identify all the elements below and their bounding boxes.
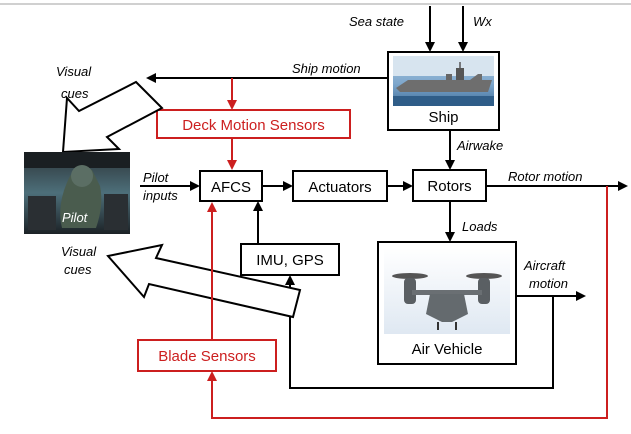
rotor-motion-label: Rotor motion — [508, 169, 582, 184]
rotors-label: Rotors — [427, 178, 471, 195]
air-vehicle-label: Air Vehicle — [412, 341, 483, 358]
visual-cues-top-arrow — [61, 80, 164, 154]
afcs-label: AFCS — [211, 179, 251, 196]
aircraft-motion-label-1: Aircraft — [523, 258, 567, 273]
visual-cues-bottom-arrow — [106, 243, 302, 319]
ship-block: Ship — [387, 51, 500, 131]
ship-motion-label: Ship motion — [292, 61, 361, 76]
actuators-label: Actuators — [308, 179, 371, 196]
blade-sensors-label: Blade Sensors — [158, 348, 256, 365]
visual-cues-bottom-label-1: Visual — [61, 244, 97, 259]
loads-label: Loads — [462, 219, 498, 234]
air-vehicle-block: Air Vehicle — [377, 241, 517, 365]
deck-motion-sensors-block: Deck Motion Sensors — [156, 109, 351, 139]
wx-label: Wx — [473, 14, 492, 29]
ship-label: Ship — [428, 109, 458, 126]
rotor-motion-to-blade-sensors-line — [207, 186, 608, 419]
pilot-label: Pilot — [62, 210, 89, 225]
aircraft-motion-label-2: motion — [529, 276, 568, 291]
airwake-label: Airwake — [456, 138, 503, 153]
ship-image — [393, 56, 494, 106]
rotors-block: Rotors — [412, 169, 487, 202]
afcs-block: AFCS — [199, 170, 263, 202]
visual-cues-top-label-1: Visual — [56, 64, 92, 79]
visual-cues-bottom-label-2: cues — [64, 262, 92, 277]
visual-cues-top-label-2: cues — [61, 86, 89, 101]
deck-motion-sensors-label: Deck Motion Sensors — [182, 117, 325, 134]
air-vehicle-image — [384, 248, 510, 334]
imu-gps-label: IMU, GPS — [256, 252, 324, 269]
aircraft-motion-feedback-line — [285, 275, 554, 389]
sea-state-label: Sea state — [349, 14, 404, 29]
pilot-inputs-label-1: Pilot — [143, 170, 170, 185]
actuators-block: Actuators — [292, 170, 388, 202]
imu-gps-block: IMU, GPS — [240, 243, 340, 276]
pilot-image: Pilot — [24, 152, 130, 234]
blade-sensors-block: Blade Sensors — [137, 339, 277, 372]
pilot-inputs-label-2: inputs — [143, 188, 178, 203]
